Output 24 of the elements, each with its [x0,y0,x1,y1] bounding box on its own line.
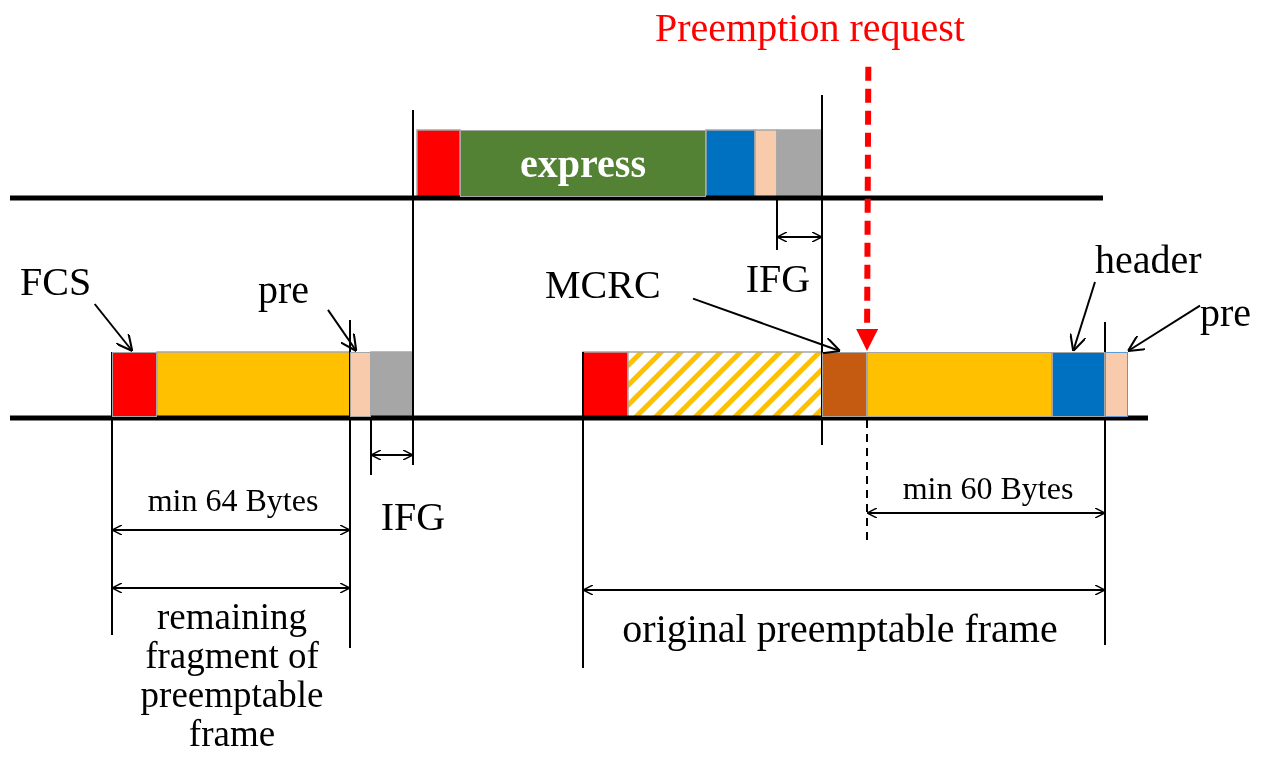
dimension-label: min 64 Bytes [146,484,320,518]
callout-label: header [1095,240,1235,282]
arrow [856,66,879,351]
frame-segment [867,352,1052,417]
callout-label: pre [1200,293,1272,335]
frame-segment: express [460,130,706,197]
leader-line [327,308,358,353]
gap-label: IFG [744,258,812,300]
frame-segment [112,352,157,417]
span-label: remaining fragment of preemptable frame [139,598,325,754]
callout-label: FCS [20,262,110,304]
dimension-label: min 60 Bytes [901,472,1075,506]
leader-line [1069,281,1096,353]
leader-line [1126,304,1201,353]
span-label: original preemptable frame [621,608,1059,650]
frame-segment [1052,352,1105,417]
gap-label: IFG [379,496,447,538]
callout-label: pre [258,270,328,312]
frame-segment [350,352,371,417]
request-label: Preemption request [655,8,1045,50]
callout-label: MCRC [545,265,693,307]
frame-segment [822,352,867,417]
leader-line [93,303,134,353]
frame-segment [1105,352,1128,417]
